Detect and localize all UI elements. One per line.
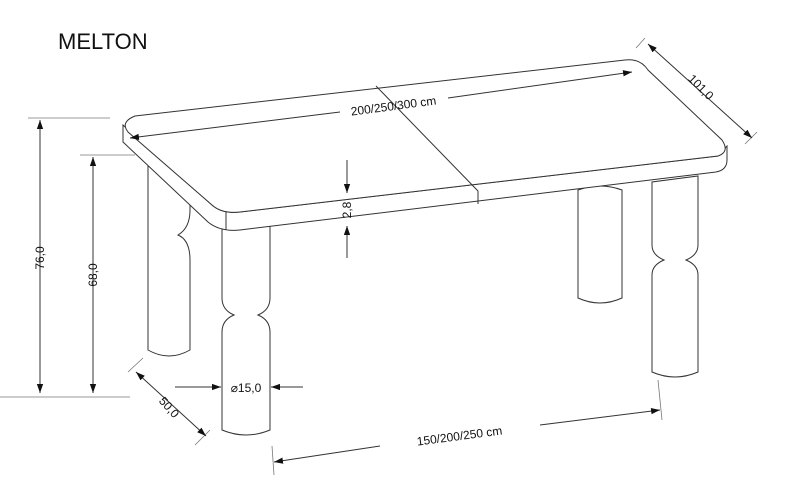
- depth-label: 101,0: [685, 72, 716, 103]
- product-title: MELTON: [58, 29, 148, 54]
- tabletop: [122, 59, 728, 231]
- top-thickness-label: 2,8: [340, 201, 354, 218]
- height-total-label: 76,0: [33, 246, 47, 270]
- leg-diameter-label: ⌀15,0: [231, 381, 262, 395]
- height-under-top-label: 68,0: [86, 263, 100, 287]
- dimension-lines: [0, 37, 758, 476]
- leg-front-left: [221, 225, 271, 436]
- leg-back-right: [577, 185, 623, 304]
- leg-offset-label: 50,0: [156, 394, 182, 421]
- leg-span-label: 150/200/250 cm: [416, 423, 503, 448]
- leg-front-right: [651, 175, 699, 378]
- leg-back-left: [147, 164, 191, 357]
